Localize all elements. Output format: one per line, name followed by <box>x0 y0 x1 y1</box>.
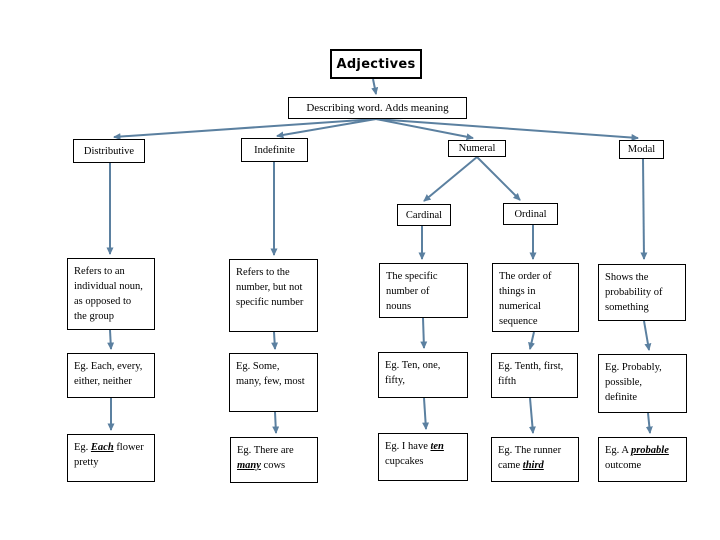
indefinite-sentence-box: Eg. There are many cows <box>230 437 318 483</box>
sentence-suffix: cupcakes <box>385 456 424 467</box>
arrow-indefinite-words-to-sentence <box>272 411 280 434</box>
highlighted-word: ten <box>430 441 444 452</box>
modal-sentence-box: Eg. A probable outcome <box>598 437 687 482</box>
arrow-ordinal-desc-to-words <box>528 331 535 350</box>
indefinite-description-box: Refers to the number, but not specific n… <box>229 259 318 332</box>
node-indefinite: Indefinite <box>241 138 308 162</box>
arrow-numeral-to-cardinal <box>423 156 478 202</box>
arrow-modal-desc-to-words <box>643 320 652 351</box>
highlighted-word: probable <box>630 445 669 456</box>
node-cardinal: Cardinal <box>397 204 451 226</box>
sentence-prefix: Eg. A <box>605 445 631 456</box>
node-numeral: Numeral <box>448 140 506 157</box>
modal-description-box: Shows the probability of something <box>598 264 686 321</box>
node-modal: Modal <box>619 140 664 159</box>
sentence-suffix: outcome <box>605 460 642 471</box>
arrow-cardinal-words-to-sentence <box>422 397 430 430</box>
arrow-modal-to-description <box>640 158 648 260</box>
node-adjectives: Adjectives <box>330 49 422 79</box>
arrow-definition-to-indefinite <box>276 118 377 139</box>
highlighted-word: many <box>237 460 261 471</box>
ordinal-examples-box: Eg. Tenth, first, fifth <box>491 353 578 398</box>
arrow-numeral-to-ordinal <box>476 156 521 201</box>
node-distributive: Distributive <box>73 139 145 163</box>
highlighted-word: Each <box>90 442 114 453</box>
ordinal-sentence-box: Eg. The runner came third <box>491 437 579 482</box>
arrow-ordinal-words-to-sentence <box>528 397 536 434</box>
sentence-prefix: Eg. <box>74 442 91 453</box>
sentence-prefix: Eg. I have <box>385 441 431 452</box>
sentence-prefix: Eg. There are <box>237 445 294 456</box>
arrow-definition-to-modal <box>375 118 639 142</box>
highlighted-word: third <box>522 460 544 471</box>
arrow-definition-to-distributive <box>113 118 377 141</box>
arrow-cardinal-desc-to-words <box>420 317 428 349</box>
arrow-indefinite-desc-to-words <box>271 331 279 350</box>
modal-examples-box: Eg. Probably, possible, definite <box>598 354 687 413</box>
distributive-sentence-box: Eg. Each flower pretty <box>67 434 155 482</box>
indefinite-examples-box: Eg. Some, many, few, most <box>229 353 318 412</box>
arrow-definition-to-numeral <box>375 118 474 141</box>
cardinal-sentence-box: Eg. I have ten cupcakes <box>378 433 468 481</box>
node-ordinal: Ordinal <box>503 203 558 225</box>
cardinal-examples-box: Eg. Ten, one, fifty, <box>378 352 468 398</box>
sentence-suffix: cows <box>260 460 286 471</box>
cardinal-description-box: The specific number of nouns <box>379 263 468 318</box>
sentence-suffix: flower pretty <box>74 442 144 468</box>
arrow-root-to-definition <box>371 78 379 95</box>
arrow-distributive-desc-to-words <box>107 329 115 350</box>
ordinal-description-box: The order of things in numerical sequenc… <box>492 263 579 332</box>
sentence-prefix: Eg. The runner came <box>498 445 562 471</box>
arrow-modal-words-to-sentence <box>645 412 653 434</box>
distributive-examples-box: Eg. Each, every, either, neither <box>67 353 155 398</box>
node-definition: Describing word. Adds meaning <box>288 97 467 119</box>
distributive-description-box: Refers to an individual noun, as opposed… <box>67 258 155 330</box>
